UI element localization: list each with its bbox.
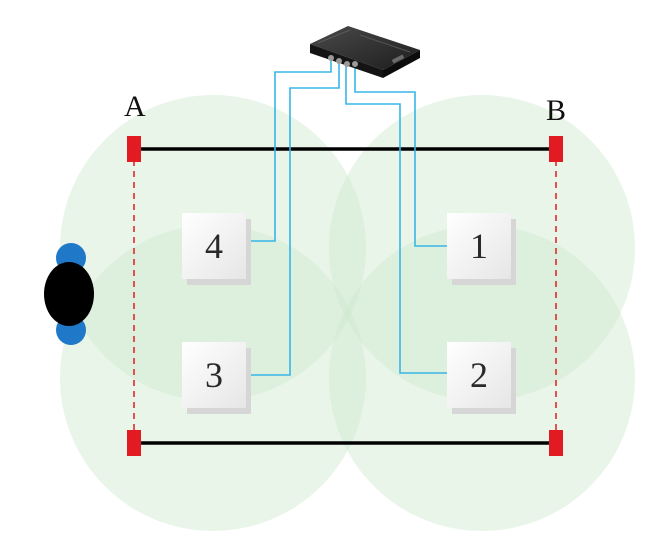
antenna-panel-3	[182, 342, 251, 414]
gate-label-a: A	[124, 90, 146, 123]
gate-marker-a-bottom	[127, 430, 141, 456]
person-top-view-icon	[44, 243, 94, 345]
cable-antenna-3	[247, 62, 340, 376]
coverage-zones	[60, 95, 635, 531]
cable-antenna-2	[345, 64, 447, 374]
cable-antenna-4	[247, 60, 332, 242]
antenna-panel-2	[447, 342, 516, 414]
antenna-label-1: 1	[470, 226, 488, 266]
gate-marker-b-bottom	[549, 430, 563, 456]
rfid-reader-icon	[310, 26, 420, 78]
antenna-label-3: 3	[205, 355, 223, 395]
gate-marker-a-top	[127, 136, 141, 162]
antenna-cables	[247, 60, 447, 376]
antenna-label-4: 4	[205, 226, 223, 266]
gate-label-b: B	[546, 94, 567, 127]
antenna-panel-1	[447, 213, 516, 285]
antenna-panel-4	[182, 213, 251, 285]
cable-antenna-1	[354, 64, 447, 247]
gate-marker-b-top	[549, 136, 563, 162]
antenna-label-2: 2	[470, 355, 488, 395]
